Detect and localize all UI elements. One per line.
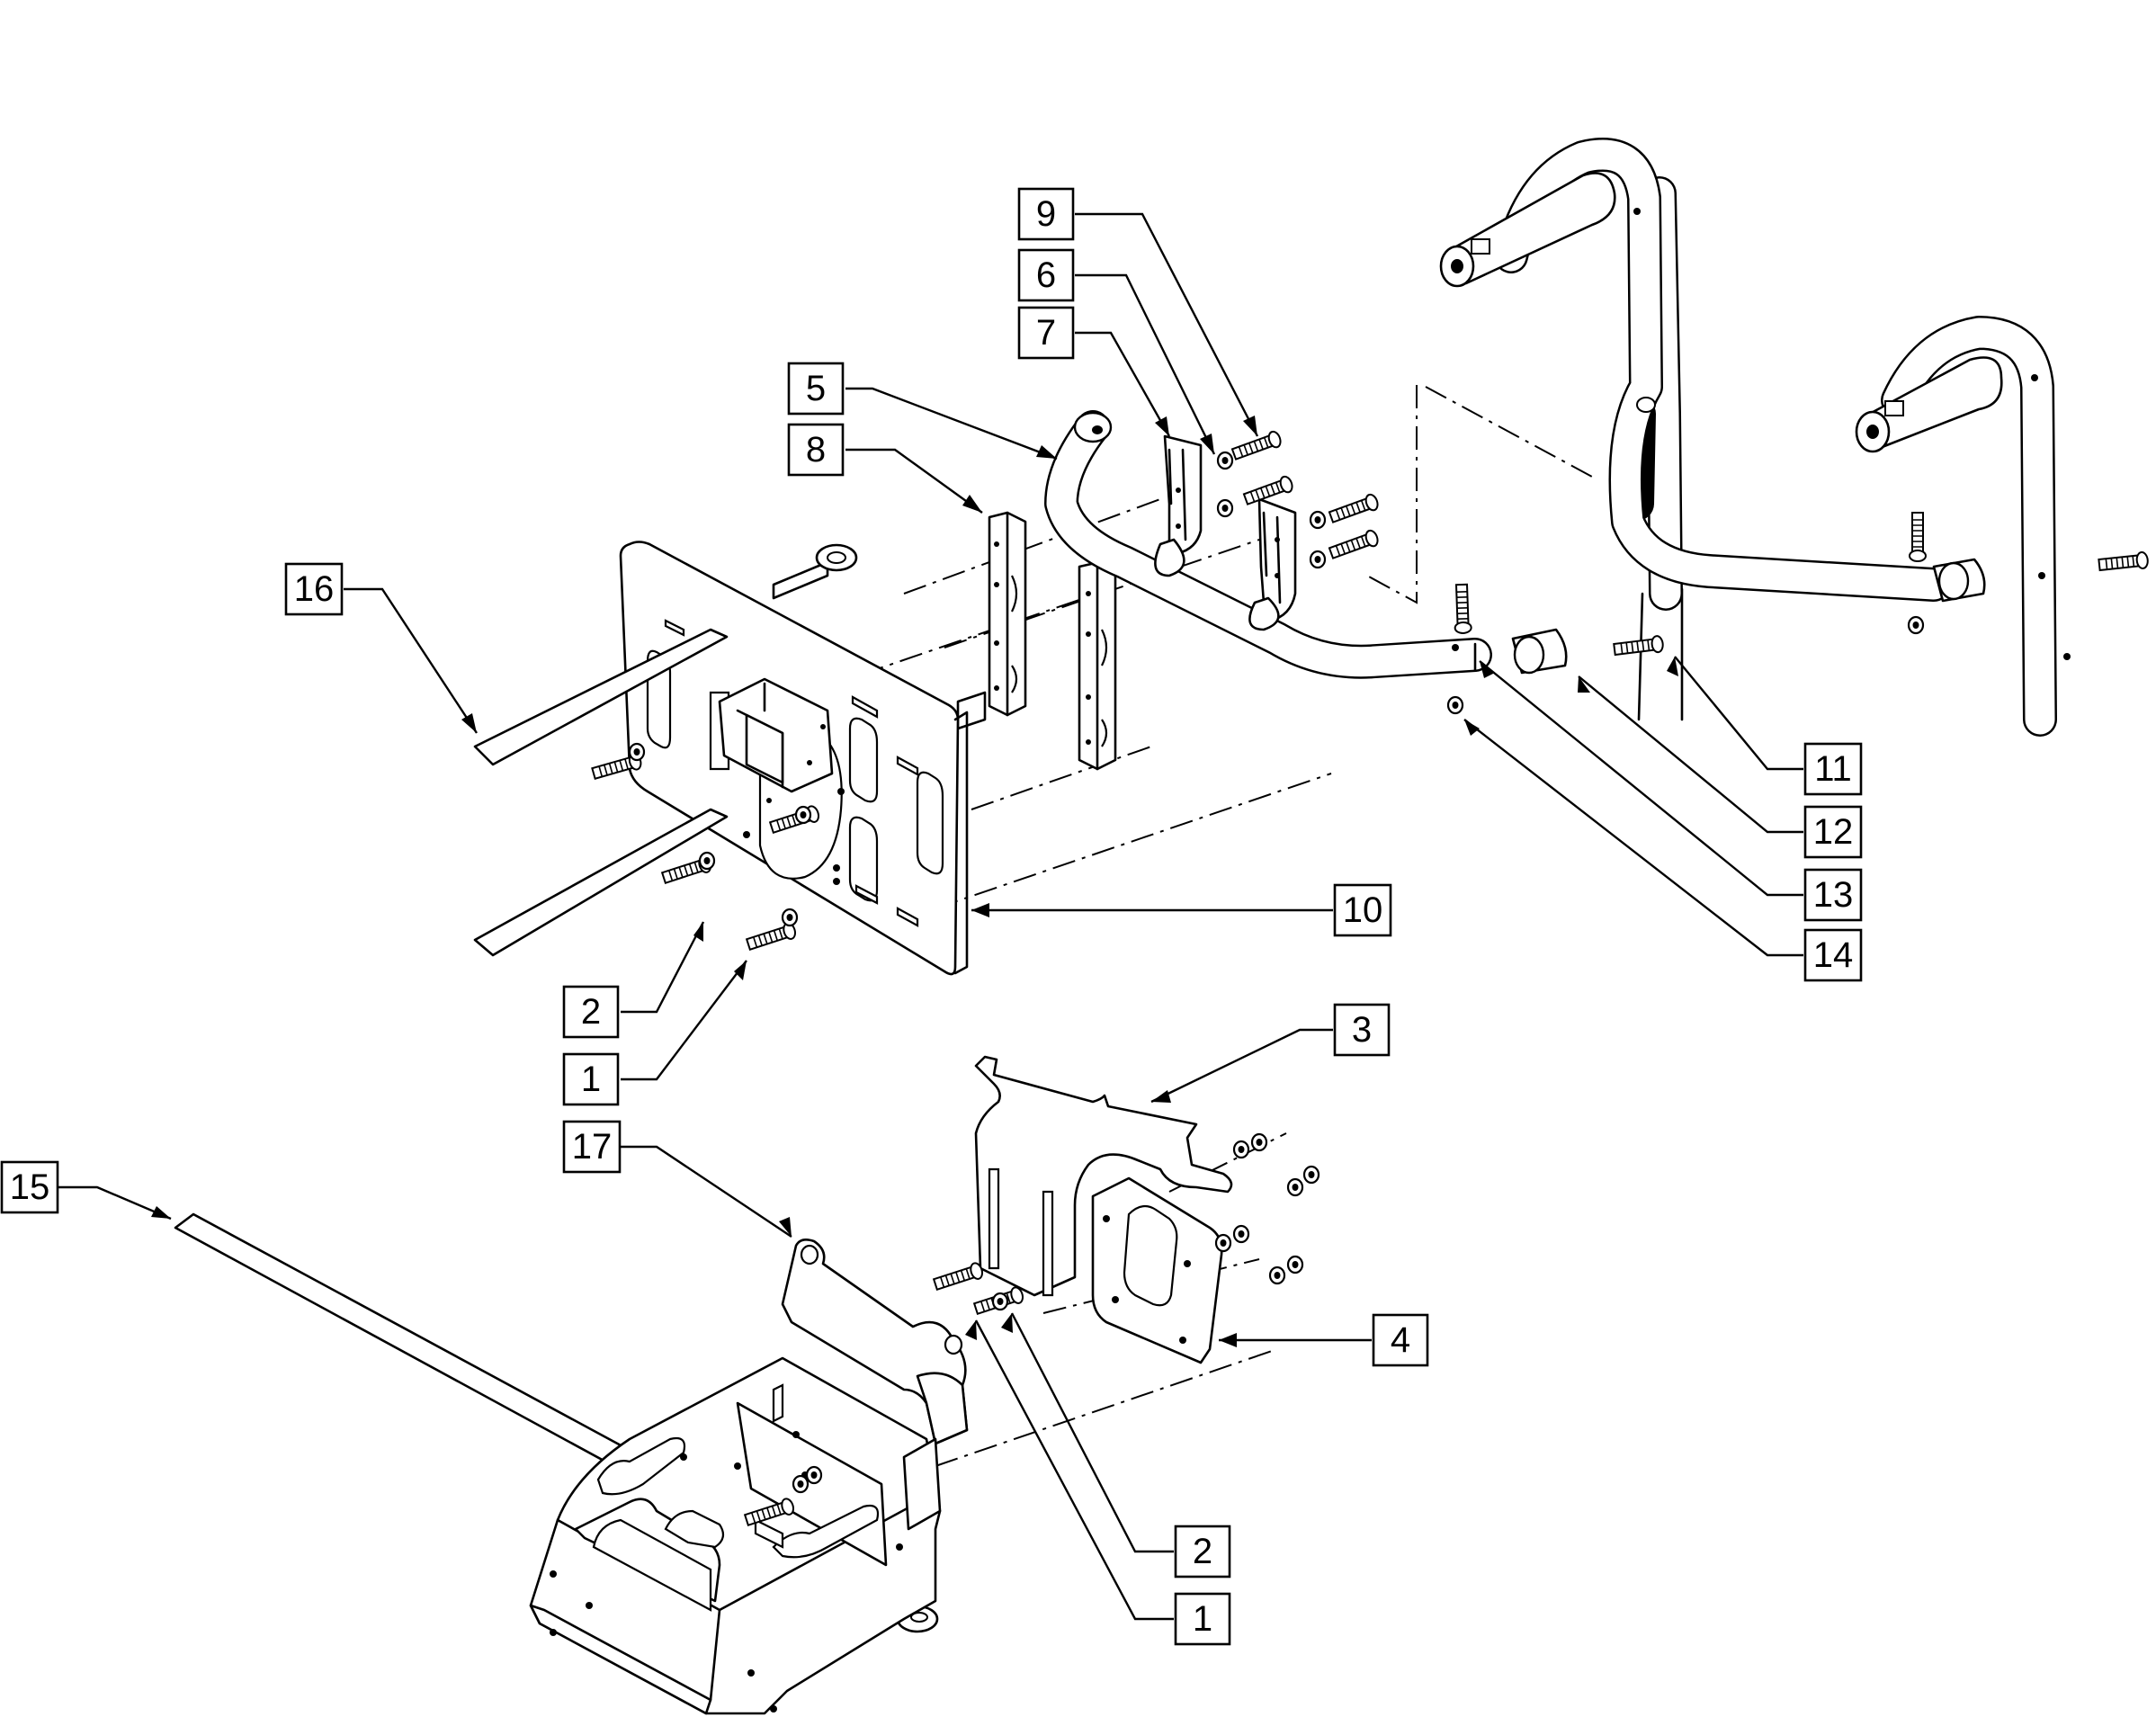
callout-15-label: 15 [10,1167,50,1207]
callout-1-lower-label: 1 [1193,1599,1212,1639]
callout-17: 17 [562,1120,622,1174]
base-bracket-17 [529,1239,969,1715]
callout-1-upper-label: 1 [581,1060,601,1099]
callout-8: 8 [787,423,845,477]
callout-5: 5 [787,362,845,416]
callout-14-label: 14 [1813,935,1854,975]
callout-6-label: 6 [1036,255,1056,295]
plate-4 [932,1132,1320,1364]
callout-6: 6 [1017,248,1075,302]
callout-12-label: 12 [1813,812,1854,852]
callout-7-label: 7 [1036,313,1056,353]
grip-upper [1439,172,1616,288]
mounting-bars [988,511,1117,771]
callout-10: 10 [1333,883,1392,937]
callout-11-label: 11 [1814,749,1852,789]
assembled-handle-assembly [1439,138,2150,737]
back-plate-assembly [473,541,987,976]
callout-3-label: 3 [1352,1010,1372,1050]
callout-5-label: 5 [806,369,826,408]
callout-10-label: 10 [1343,890,1383,930]
callout-15: 15 [0,1160,59,1214]
callout-14: 14 [1803,928,1863,982]
callout-17-label: 17 [572,1127,613,1167]
callout-1-lower: 1 [1174,1592,1231,1646]
callout-2-upper: 2 [562,985,620,1039]
clamp-brackets [1154,429,1381,631]
callout-16-label: 16 [294,569,335,609]
callout-leaders [58,212,1803,1621]
callout-4-label: 4 [1391,1320,1410,1360]
handle-tube [1044,410,1665,715]
callout-16: 16 [284,562,344,616]
bracket-plate-3 [974,1055,1233,1297]
callout-12: 12 [1803,805,1863,859]
callout-2-lower: 2 [1174,1525,1231,1578]
grip-lower [1855,356,2003,453]
callout-8-label: 8 [806,430,826,470]
callout-4: 4 [1372,1313,1429,1367]
callout-13-label: 13 [1813,875,1854,915]
callout-9: 9 [1017,187,1075,241]
callout-1-upper: 1 [562,1052,620,1106]
callout-11: 11 [1803,742,1863,796]
callout-2-upper-label: 2 [581,992,601,1032]
callout-9-label: 9 [1036,194,1056,234]
callout-13: 13 [1803,868,1863,922]
callout-2-lower-label: 2 [1193,1532,1212,1571]
callout-7: 7 [1017,306,1075,360]
callout-3: 3 [1333,1003,1391,1057]
